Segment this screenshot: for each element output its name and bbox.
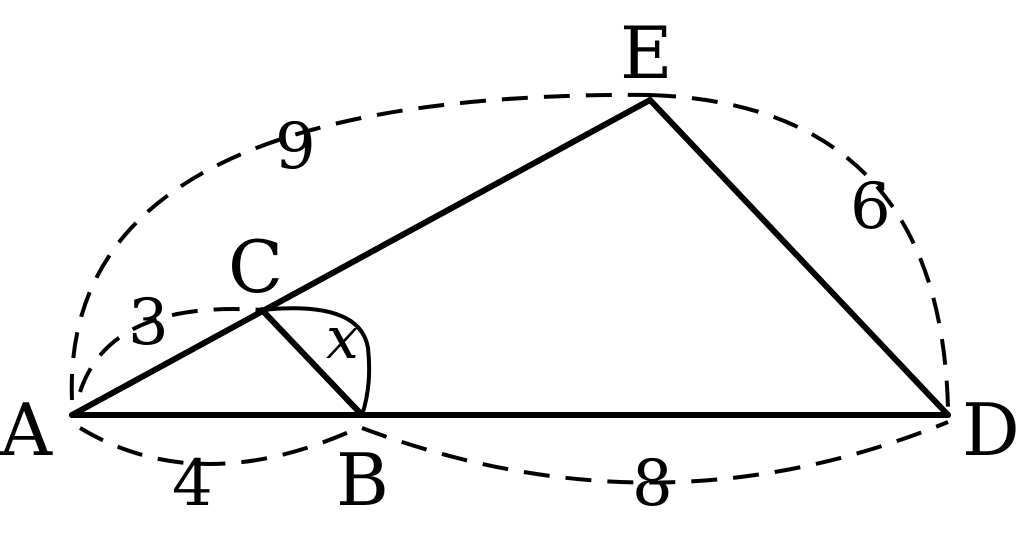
point-label-a: A (0, 388, 53, 472)
arc-ab (78, 426, 359, 466)
angle-arc-x (261, 306, 372, 416)
segment-ed (647, 97, 951, 418)
point-label-e: E (620, 11, 673, 95)
length-label-ab: 4 (172, 447, 213, 521)
length-label-ed: 6 (850, 170, 891, 244)
point-label-d: D (962, 388, 1020, 472)
point-label-b: B (336, 438, 389, 522)
angle-label-x: x (326, 304, 359, 372)
arc-ac (78, 307, 263, 393)
arc-ed (649, 93, 950, 409)
arc-bd (361, 420, 949, 485)
length-label-ac: 3 (128, 286, 169, 360)
length-label-ae: 9 (275, 110, 316, 184)
segment-cb (259, 307, 365, 418)
point-label-c: C (228, 225, 283, 309)
length-label-bd: 8 (632, 447, 673, 521)
segment-ae (69, 97, 653, 418)
